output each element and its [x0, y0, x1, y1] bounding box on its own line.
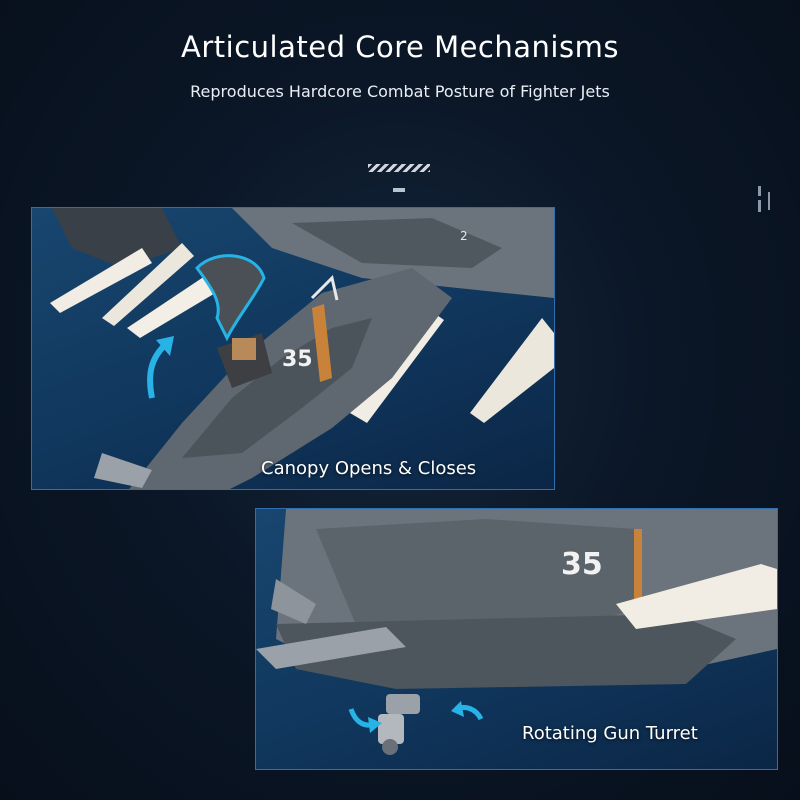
- number-badge: 35: [282, 347, 313, 372]
- number-badge: 35: [561, 547, 603, 582]
- gun-turret-panel: 35 Rotating Gun Turret: [255, 508, 778, 770]
- jet-nose-illustration: 2 35: [50, 208, 554, 489]
- hatched-divider: [368, 164, 430, 172]
- gun-turret-icon: [378, 694, 420, 755]
- missile-icon: [616, 564, 777, 629]
- corner-bracket-icon: [758, 186, 772, 212]
- jet-fuselage-illustration: 35: [256, 509, 777, 755]
- page-title: Articulated Core Mechanisms: [181, 30, 619, 64]
- curved-arrow-icon: [147, 343, 167, 399]
- canopy-panel: 2 35 Canopy Opens & Closes: [31, 207, 555, 490]
- svg-text:2: 2: [460, 229, 468, 243]
- canopy-caption: Canopy Opens & Closes: [261, 458, 477, 479]
- gun-turret-caption: Rotating Gun Turret: [522, 723, 698, 744]
- page-subtitle: Reproduces Hardcore Combat Posture of Fi…: [190, 82, 610, 101]
- dash-divider: [393, 188, 405, 192]
